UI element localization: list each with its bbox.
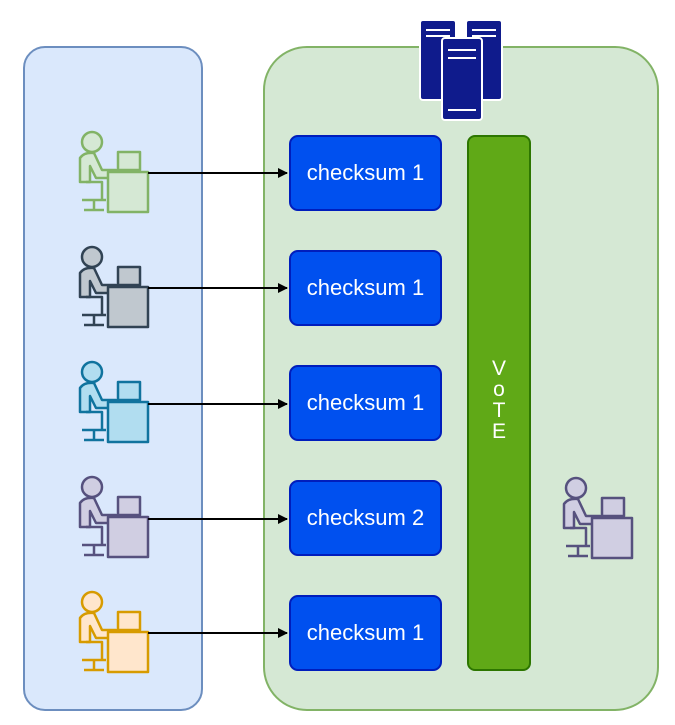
- vote-letter: E: [491, 420, 506, 443]
- checksum-box-2: checksum 1: [289, 250, 442, 326]
- checksum-label: checksum 1: [306, 620, 425, 645]
- user-at-desk-icon: [72, 590, 152, 679]
- checksum-box-1: checksum 1: [289, 135, 442, 211]
- vote-letter: T: [492, 399, 506, 422]
- user-at-desk-icon: [72, 245, 152, 334]
- vote-bar: V o T E: [467, 135, 531, 671]
- server-cluster-icon: [419, 19, 503, 121]
- vote-letter: V: [491, 357, 506, 380]
- vote-letter: o: [493, 378, 505, 401]
- user-at-desk-icon: [72, 130, 152, 219]
- clients-panel: [23, 46, 203, 711]
- checksum-label: checksum 1: [306, 160, 425, 185]
- observer-user-icon: [556, 476, 636, 565]
- user-at-desk-icon: [72, 360, 152, 449]
- checksum-box-3: checksum 1: [289, 365, 442, 441]
- checksum-box-5: checksum 1: [289, 595, 442, 671]
- checksum-box-4: checksum 2: [289, 480, 442, 556]
- checksum-label: checksum 1: [306, 390, 425, 415]
- checksum-label: checksum 2: [306, 505, 425, 530]
- user-at-desk-icon: [72, 475, 152, 564]
- checksum-label: checksum 1: [306, 275, 425, 300]
